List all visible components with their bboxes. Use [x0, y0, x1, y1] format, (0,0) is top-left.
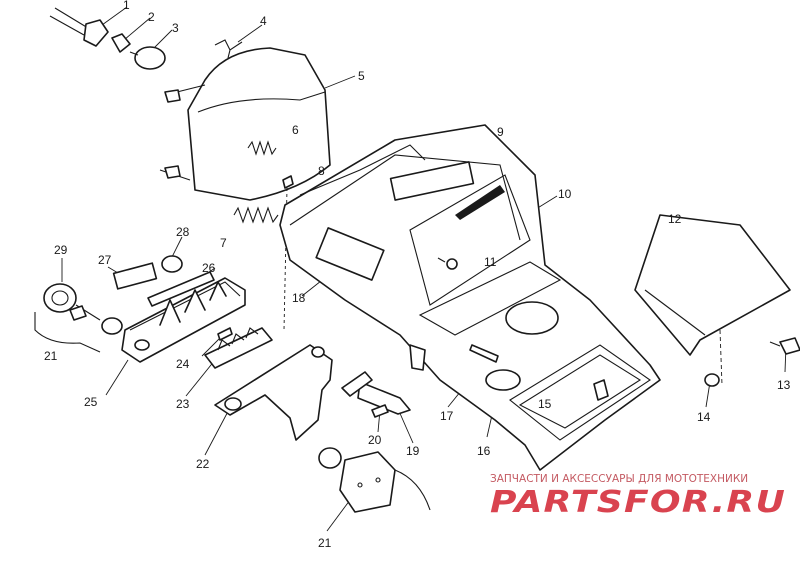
callout-label: 1: [123, 0, 130, 12]
callout-label: 23: [176, 397, 190, 411]
callout-label: 3: [172, 21, 179, 35]
fastener-part-13: [769, 337, 800, 355]
callout-label: 17: [440, 409, 454, 423]
callout-label: 2: [148, 10, 155, 24]
switch-bezel-part-25: [121, 277, 246, 363]
watermark-tagline: ЗАПЧАСТИ И АКСЕССУАРЫ ДЛЯ МОТОТЕХНИКИ: [490, 473, 748, 485]
callout-label: 24: [176, 357, 190, 371]
callout-labels: 1 2 3 4 5 6 7 8 9 10 11 12 13 14 15 16 1…: [44, 0, 791, 550]
retainer-part-26: [147, 271, 215, 307]
decal-part-27: [112, 262, 158, 290]
callout-label: 11: [484, 255, 497, 269]
watermark: ЗАПЧАСТИ И АКСЕССУАРЫ ДЛЯ МОТОТЕХНИКИ PA…: [490, 473, 786, 520]
callout-label: 13: [777, 378, 791, 392]
washer-part-14: [704, 373, 720, 387]
headlight-bulb-part-3: [129, 46, 166, 70]
bulb-retainer-part-2: [111, 33, 131, 53]
key-switch-part-29: [43, 283, 101, 321]
nut-part-21: [101, 317, 123, 335]
callout-label: 18: [292, 291, 306, 305]
headlight-socket-part-1: [49, 7, 109, 47]
callout-label: 19: [406, 444, 420, 458]
callout-label: 10: [558, 187, 572, 201]
callout-label: 12: [668, 212, 682, 226]
adjuster-spring-part-6: [247, 140, 277, 156]
callout-label: 28: [176, 225, 190, 239]
callout-label: 21: [318, 536, 332, 550]
callout-label: 9: [497, 125, 504, 139]
callout-label: 25: [84, 395, 98, 409]
warning-decal-part-18: [315, 227, 385, 281]
callout-label: 26: [202, 261, 216, 275]
callout-label: 8: [318, 164, 325, 178]
callout-label: 5: [358, 69, 365, 83]
grommet-part-28: [161, 255, 183, 273]
mount-bracket-part-22: [214, 344, 333, 441]
pin-part-24: [217, 327, 233, 341]
callout-label: 29: [54, 243, 68, 257]
callout-label: 7: [220, 236, 227, 250]
screw-part-20: [371, 404, 389, 418]
callout-label: 27: [98, 253, 112, 267]
adjuster-spring-part-7: [233, 206, 279, 224]
label-decal-part-9: [389, 161, 475, 201]
callout-label: 16: [477, 444, 491, 458]
plug-part-15: [593, 379, 609, 401]
screw-part-11: [437, 257, 458, 270]
bolt-part-17: [469, 344, 499, 363]
console-hood-part-10: [279, 124, 661, 471]
switch-block-part-23: [204, 327, 273, 369]
group-bracket-21: [34, 312, 101, 353]
cover-plate-part-12: [634, 214, 791, 386]
spring-clip-part-4: [214, 39, 243, 59]
toggle-switch-part-19: [341, 371, 411, 415]
callout-label: 20: [368, 433, 382, 447]
connector-part-21: [318, 447, 431, 513]
callout-label: 14: [697, 410, 711, 424]
callout-label: 22: [196, 457, 210, 471]
mounting-screw-part-8: [282, 175, 294, 189]
callout-label: 6: [292, 123, 299, 137]
callout-label: 4: [260, 14, 267, 28]
callout-label: 15: [538, 397, 552, 411]
headlight-housing-part-5: [159, 47, 331, 201]
watermark-logo: PARTSFOR.RU: [490, 485, 786, 520]
callout-label: 21: [44, 349, 58, 363]
